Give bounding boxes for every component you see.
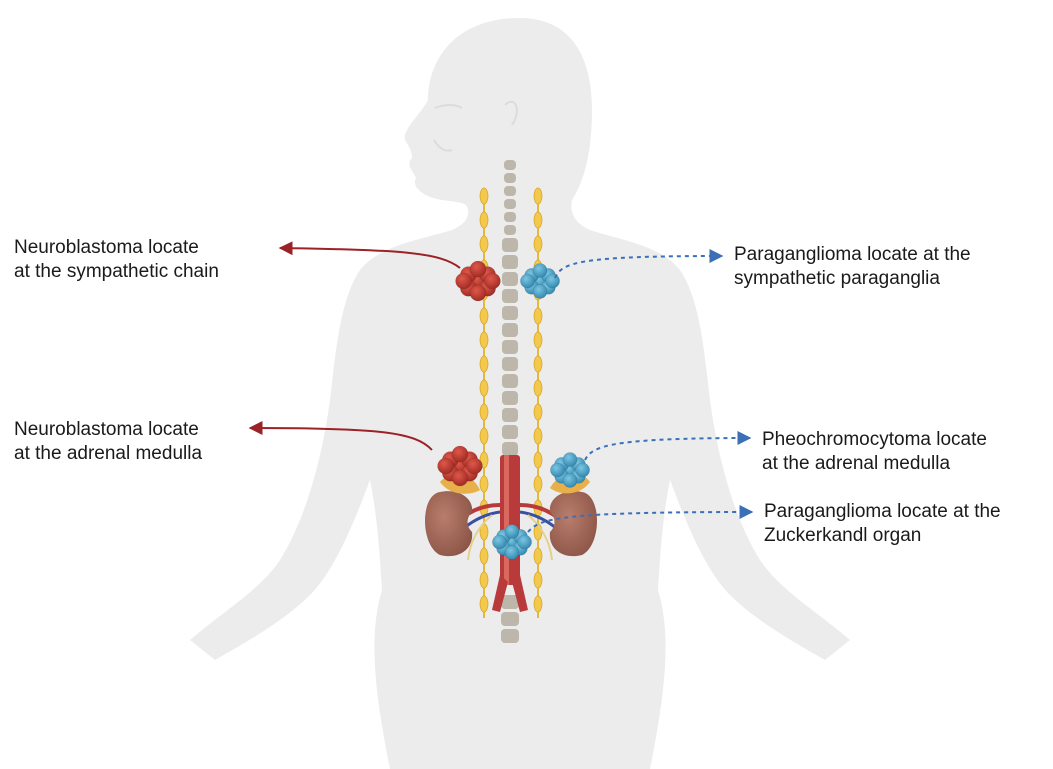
ganglion [534,188,542,204]
vertebra [504,212,516,222]
ganglion [534,356,542,372]
vertebra [502,391,518,405]
label-pheochromocytoma-adrenal-medulla: Pheochromocytoma locate at the adrenal m… [762,428,987,476]
ganglion [534,596,542,612]
vertebra [502,238,518,252]
ganglion [534,308,542,324]
ganglion [480,428,488,444]
label-line: Neuroblastoma locate [14,418,202,442]
ganglion [534,212,542,228]
label-line: sympathetic paraganglia [734,267,971,291]
ganglion [480,332,488,348]
ganglion [534,236,542,252]
label-line: Paraganglioma locate at the [764,500,1001,524]
ganglion [480,476,488,492]
ganglion [534,404,542,420]
vertebra [502,272,518,286]
ganglion [480,380,488,396]
vertebra [504,160,516,170]
vertebra [502,374,518,388]
kidney-left [425,491,472,556]
ganglion [534,476,542,492]
vertebra [502,289,518,303]
ganglion [534,380,542,396]
ganglion [480,404,488,420]
ganglion [480,212,488,228]
vertebra [504,199,516,209]
label-line: at the sympathetic chain [14,260,219,284]
vertebra [501,629,519,643]
label-paraganglioma-sympathetic-paraganglia: Paraganglioma locate at the sympathetic … [734,243,971,291]
ganglion [534,572,542,588]
ganglion [534,332,542,348]
label-line: Neuroblastoma locate [14,236,219,260]
label-neuroblastoma-sympathetic-chain: Neuroblastoma locate at the sympathetic … [14,236,219,284]
ganglion [534,428,542,444]
vertebra [502,442,518,456]
label-line: at the adrenal medulla [14,442,202,466]
ganglion [534,452,542,468]
vertebra [502,306,518,320]
ganglion [480,308,488,324]
vertebra [504,225,516,235]
label-paraganglioma-zuckerkandl-organ: Paraganglioma locate at the Zuckerkandl … [764,500,1001,548]
ganglion [480,236,488,252]
label-line: Paraganglioma locate at the [734,243,971,267]
ganglion [480,188,488,204]
vertebra [502,408,518,422]
ganglion [480,548,488,564]
vertebra [501,612,519,626]
vertebra [502,323,518,337]
label-line: Zuckerkandl organ [764,524,1001,548]
vertebra [504,173,516,183]
label-neuroblastoma-adrenal-medulla: Neuroblastoma locate at the adrenal medu… [14,418,202,466]
body-silhouette [190,18,850,769]
vertebra [502,340,518,354]
vertebra [502,425,518,439]
ganglion [480,596,488,612]
ganglion [480,572,488,588]
vertebra [502,357,518,371]
vertebra [502,255,518,269]
vertebra [504,186,516,196]
kidney-right [550,491,597,556]
ganglion [480,356,488,372]
label-line: at the adrenal medulla [762,452,987,476]
ganglion [534,548,542,564]
label-line: Pheochromocytoma locate [762,428,987,452]
